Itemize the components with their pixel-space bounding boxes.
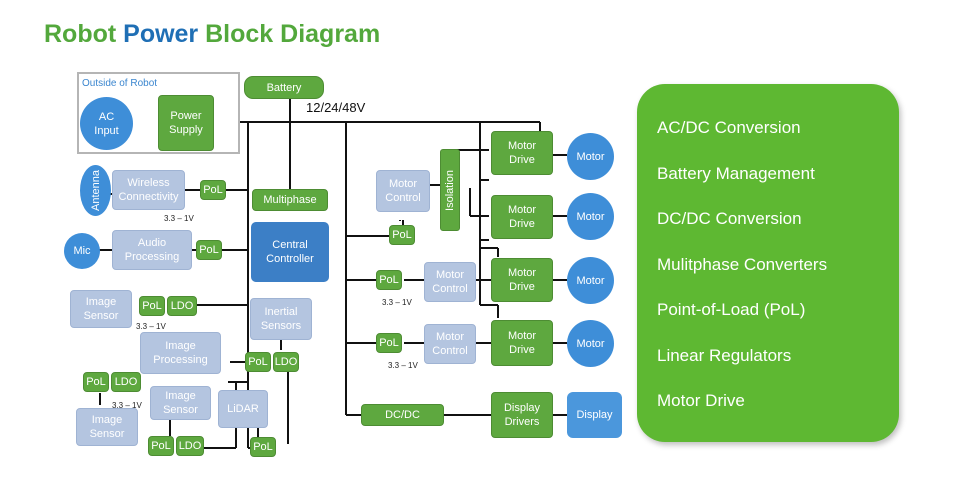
power-function-item: Linear Regulators	[657, 345, 792, 365]
title-part-power: Power	[123, 20, 199, 48]
motor-drive-2-block: Motor Drive	[491, 195, 553, 239]
pol-motor-control-1-block: PoL	[389, 225, 415, 245]
outside-of-robot-frame	[77, 72, 240, 154]
ldo-inertial-block: LDO	[273, 352, 299, 372]
image-processing-block: Image Processing	[140, 332, 221, 374]
power-function-item: Battery Management	[657, 163, 815, 183]
power-function-item: AC/DC Conversion	[657, 118, 801, 137]
pol-inertial-block: PoL	[245, 352, 271, 372]
power-functions-panel: AC/DC Conversion Battery Management DC/D…	[637, 84, 899, 442]
display-drivers-block: Display Drivers	[491, 392, 553, 438]
motor-3-node: Motor	[567, 257, 614, 304]
voltage-label-3: 3.3 – 1V	[112, 401, 142, 410]
power-function-item: DC/DC Conversion	[657, 209, 802, 228]
lidar-block: LiDAR	[218, 390, 268, 428]
audio-processing-block: Audio Processing	[112, 230, 192, 270]
motor-control-3-block: Motor Control	[424, 324, 476, 364]
power-functions-list: AC/DC Conversion Battery Management DC/D…	[657, 118, 827, 437]
isolation-label: Isolation	[444, 169, 456, 211]
power-function-item: Motor Drive	[657, 391, 745, 410]
motor-drive-4-block: Motor Drive	[491, 320, 553, 366]
ldo-image-1-block: LDO	[167, 296, 197, 316]
motor-drive-3-block: Motor Drive	[491, 258, 553, 302]
motor-4-node: Motor	[567, 320, 614, 367]
pol-image-1-block: PoL	[139, 296, 165, 316]
image-sensor-2-block: Image Sensor	[76, 408, 138, 446]
image-sensor-3-block: Image Sensor	[150, 386, 211, 420]
image-sensor-1-block: Image Sensor	[70, 290, 132, 328]
isolation-block: Isolation	[440, 149, 460, 231]
voltage-label-5: 3.3 – 1V	[388, 361, 418, 370]
wireless-connectivity-block: Wireless Connectivity	[112, 170, 185, 210]
battery-block: Battery	[244, 76, 324, 99]
display-block: Display	[567, 392, 622, 438]
pol-motor-control-3-block: PoL	[376, 333, 402, 353]
outside-of-robot-label: Outside of Robot	[82, 78, 158, 89]
pol-image-2-block: PoL	[148, 436, 174, 456]
dcdc-block: DC/DC	[361, 404, 444, 426]
page-title: Robot Power Block Diagram	[44, 20, 380, 49]
voltage-label-4: 3.3 – 1V	[382, 298, 412, 307]
motor-2-node: Motor	[567, 193, 614, 240]
title-part-robot: Robot	[44, 20, 124, 48]
bus-voltage-label: 12/24/48V	[306, 100, 366, 115]
pol-processing-block: PoL	[83, 372, 109, 392]
central-controller-block: Central Controller	[251, 222, 329, 282]
ac-input-node: AC Input	[80, 97, 133, 150]
pol-audio-block: PoL	[196, 240, 222, 260]
motor-control-1-block: Motor Control	[376, 170, 430, 212]
inertial-sensors-block: Inertial Sensors	[250, 298, 312, 340]
ldo-processing-block: LDO	[111, 372, 141, 392]
title-part-block-diagram: Block Diagram	[198, 20, 381, 48]
multiphase-block: Multiphase	[252, 189, 328, 211]
pol-wireless-block: PoL	[200, 180, 226, 200]
antenna-node: Antenna	[80, 165, 111, 216]
ldo-image-2-block: LDO	[176, 436, 204, 456]
power-supply-block: Power Supply	[158, 95, 214, 151]
voltage-label-2: 3.3 – 1V	[136, 322, 166, 331]
pol-motor-control-2-block: PoL	[376, 270, 402, 290]
pol-lidar-block: PoL	[250, 437, 276, 457]
motor-1-node: Motor	[567, 133, 614, 180]
motor-drive-1-block: Motor Drive	[491, 131, 553, 175]
power-function-item: Mulitphase Converters	[657, 254, 828, 274]
mic-node: Mic	[64, 233, 100, 269]
power-function-item: Point-of-Load (PoL)	[657, 300, 806, 319]
voltage-label-1: 3.3 – 1V	[164, 214, 194, 223]
motor-control-2-block: Motor Control	[424, 262, 476, 302]
antenna-label: Antenna	[89, 170, 102, 211]
